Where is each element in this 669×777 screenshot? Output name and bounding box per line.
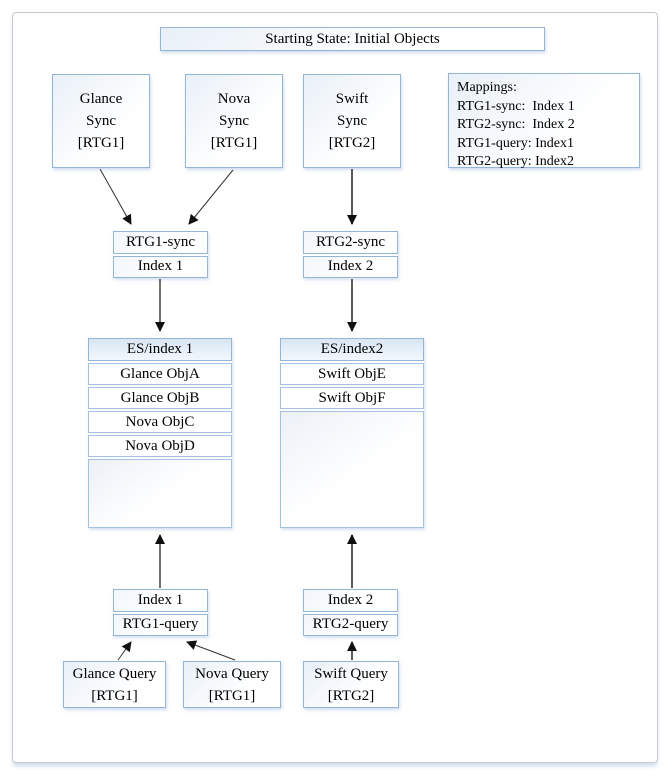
swift-sync-line1: Swift [335, 91, 369, 107]
es-index1-objb-label: Glance ObjB [120, 389, 200, 406]
glance-sync-line1: Glance [79, 91, 123, 107]
rtg2-query-name-cell: RTG2-query [303, 613, 398, 636]
rtg2-query-name: RTG2-query [312, 616, 389, 633]
es-index1-objd-label: Nova ObjD [125, 437, 195, 454]
glance-query-line2: [RTG1] [91, 687, 138, 704]
rtg1-query-name-cell: RTG1-query [113, 613, 208, 636]
rtg2-sync-name-cell: RTG2-sync [303, 231, 398, 254]
mapping-entry-rtg2-sync: RTG2-sync: Index 2 [457, 117, 575, 132]
nova-sync-box: Nova Sync [RTG1] [185, 74, 283, 168]
rtg2-sync-index: Index 2 [327, 258, 374, 275]
rtg2-query-index-cell: Index 2 [303, 589, 398, 612]
nova-query-line2: [RTG1] [208, 687, 256, 704]
swift-query-line2: [RTG2] [327, 687, 375, 704]
es-index2-objf-label: Swift ObjF [318, 389, 386, 406]
nova-sync-line3: [RTG1] [210, 135, 258, 151]
swift-sync-box: Swift Sync [RTG2] [303, 74, 401, 168]
rtg1-sync-name-cell: RTG1-sync [113, 231, 208, 254]
es-index2-row-objf: Swift ObjF [280, 387, 424, 409]
swift-sync-line3: [RTG2] [328, 135, 376, 151]
glance-query-line1: Glance Query [72, 665, 157, 682]
es-index1-header-label: ES/index 1 [126, 341, 194, 357]
swift-query-line1: Swift Query [314, 665, 388, 682]
swift-sync-line2: Sync [337, 113, 367, 129]
rtg2-query-index: Index 2 [327, 591, 374, 608]
nova-sync-line2: Sync [219, 113, 249, 129]
mapping-entry-rtg1-sync: RTG1-sync: Index 1 [457, 98, 575, 114]
nova-sync-line1: Nova [217, 91, 251, 107]
es-index2-obje-label: Swift ObjE [318, 365, 386, 382]
glance-sync-line3: [RTG1] [77, 135, 125, 151]
es-index1-objc-label: Nova ObjC [125, 413, 195, 430]
title-banner-label: Starting State: Initial Objects [265, 31, 440, 47]
rtg2-sync-index-cell: Index 2 [303, 255, 398, 278]
rtg1-sync-name: RTG1-sync [125, 233, 196, 250]
es-index1-empty-area [88, 459, 232, 528]
mapping-entry-rtg1-query: RTG1-query: Index1 [457, 135, 574, 151]
rtg2-sync-name: RTG2-sync [315, 233, 386, 250]
es-index2-header: ES/index2 [280, 338, 424, 361]
glance-sync-box: Glance Sync [RTG1] [52, 74, 150, 168]
es-index2-table: ES/index2 Swift ObjE Swift ObjF [280, 338, 424, 528]
es-index1-row-obja: Glance ObjA [88, 363, 232, 385]
es-index1-row-objc: Nova ObjC [88, 411, 232, 433]
es-index1-table: ES/index 1 Glance ObjA Glance ObjB Nova … [88, 338, 232, 528]
es-index1-row-objb: Glance ObjB [88, 387, 232, 409]
es-index2-empty-area [280, 411, 424, 528]
nova-query-box: Nova Query [RTG1] [183, 661, 281, 708]
nova-query-line1: Nova Query [195, 665, 269, 682]
es-index2-row-obje: Swift ObjE [280, 363, 424, 385]
rtg2-query-pipeline: Index 2 RTG2-query [303, 589, 398, 636]
mapping-entry-rtg2-query: RTG2-query: Index2 [457, 154, 574, 169]
rtg1-sync-pipeline: RTG1-sync Index 1 [113, 231, 208, 278]
mappings-heading: Mappings: [457, 80, 517, 95]
glance-query-box: Glance Query [RTG1] [63, 661, 166, 708]
es-index1-row-objd: Nova ObjD [88, 435, 232, 457]
es-index1-obja-label: Glance ObjA [120, 365, 200, 382]
glance-sync-line2: Sync [86, 113, 116, 129]
rtg1-query-index: Index 1 [137, 591, 184, 608]
title-banner: Starting State: Initial Objects [160, 27, 545, 51]
es-index1-header: ES/index 1 [88, 338, 232, 361]
rtg1-sync-index-cell: Index 1 [113, 255, 208, 278]
rtg1-query-index-cell: Index 1 [113, 589, 208, 612]
mappings-legend: Mappings: RTG1-sync: Index 1 RTG2-sync: … [448, 73, 640, 169]
rtg2-sync-pipeline: RTG2-sync Index 2 [303, 231, 398, 278]
es-index2-header-label: ES/index2 [320, 341, 384, 357]
rtg1-sync-index: Index 1 [137, 258, 184, 275]
rtg1-query-name: RTG1-query [122, 616, 199, 633]
rtg1-query-pipeline: Index 1 RTG1-query [113, 589, 208, 636]
swift-query-box: Swift Query [RTG2] [303, 661, 399, 708]
